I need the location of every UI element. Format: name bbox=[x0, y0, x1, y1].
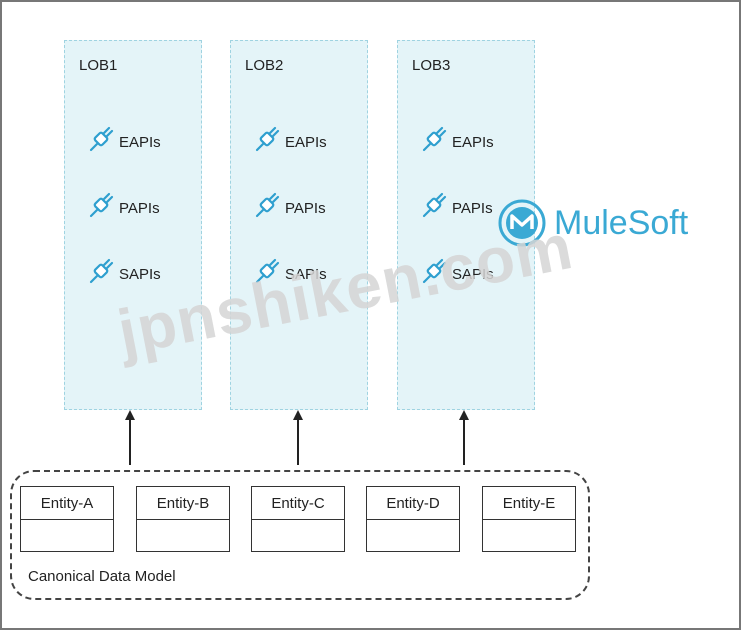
entity-box: Entity-C bbox=[251, 486, 345, 552]
api-layer-row: EAPIs bbox=[253, 123, 327, 153]
api-layer-row: PAPIs bbox=[420, 189, 493, 219]
api-label: PAPIs bbox=[285, 199, 326, 217]
arrow-line bbox=[463, 418, 465, 465]
api-label: PAPIs bbox=[119, 199, 160, 217]
canonical-data-model-label: Canonical Data Model bbox=[28, 568, 176, 585]
api-layer-row: PAPIs bbox=[253, 189, 326, 219]
plug-icon bbox=[89, 192, 114, 218]
plug-icon bbox=[422, 126, 447, 152]
api-layer-row: SAPIs bbox=[420, 255, 494, 285]
api-layer-row: PAPIs bbox=[87, 189, 160, 219]
lob-title: LOB3 bbox=[412, 57, 451, 74]
api-label: EAPIs bbox=[452, 133, 494, 151]
entity-box: Entity-D bbox=[366, 486, 460, 552]
arrowhead bbox=[459, 410, 469, 420]
canonical-data-model-container bbox=[10, 470, 590, 600]
api-label: SAPIs bbox=[285, 265, 327, 283]
api-label: SAPIs bbox=[452, 265, 494, 283]
lob-panel: LOB2 EAPIs PAPIs SAPIs bbox=[230, 40, 368, 410]
api-label: EAPIs bbox=[285, 133, 327, 151]
api-layer-row: EAPIs bbox=[420, 123, 494, 153]
entity-name: Entity-A bbox=[21, 487, 113, 520]
arrow-line bbox=[129, 418, 131, 465]
entity-name: Entity-B bbox=[137, 487, 229, 520]
plug-icon bbox=[89, 126, 114, 152]
plug-icon bbox=[422, 258, 447, 284]
mulesoft-logo-icon bbox=[498, 199, 546, 247]
plug-icon bbox=[255, 126, 280, 152]
plug-icon bbox=[255, 192, 280, 218]
plug-icon bbox=[422, 192, 447, 218]
entity-name: Entity-C bbox=[252, 487, 344, 520]
api-label: EAPIs bbox=[119, 133, 161, 151]
api-layer-row: SAPIs bbox=[87, 255, 161, 285]
plug-icon bbox=[89, 258, 114, 284]
lob-title: LOB2 bbox=[245, 57, 284, 74]
api-layer-row: EAPIs bbox=[87, 123, 161, 153]
entity-box: Entity-B bbox=[136, 486, 230, 552]
arrow-line bbox=[297, 418, 299, 465]
entity-box: Entity-A bbox=[20, 486, 114, 552]
mulesoft-logo-text: MuleSoft bbox=[554, 204, 689, 242]
api-layer-row: SAPIs bbox=[253, 255, 327, 285]
arrowhead bbox=[293, 410, 303, 420]
arrowhead bbox=[125, 410, 135, 420]
api-label: PAPIs bbox=[452, 199, 493, 217]
lob-title: LOB1 bbox=[79, 57, 118, 74]
api-label: SAPIs bbox=[119, 265, 161, 283]
plug-icon bbox=[255, 258, 280, 284]
entity-name: Entity-D bbox=[367, 487, 459, 520]
entity-name: Entity-E bbox=[483, 487, 575, 520]
lob-panel: LOB1 EAPIs PAPIs SAPIs bbox=[64, 40, 202, 410]
entity-box: Entity-E bbox=[482, 486, 576, 552]
